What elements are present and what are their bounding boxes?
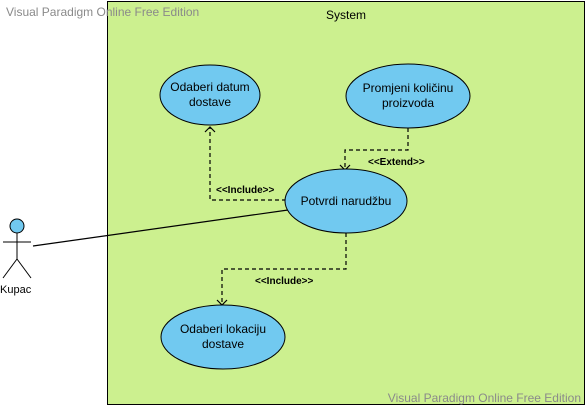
- actor-label: Kupac: [0, 284, 32, 296]
- usecase-promjeni-kolicinu-label: Promjeni količinu proizvoda: [362, 81, 454, 110]
- watermark-top: Visual Paradigm Online Free Edition: [6, 5, 200, 19]
- usecase-potvrdi-narudzbu-label: Potvrdi narudžbu: [300, 193, 392, 208]
- watermark-bottom: Visual Paradigm Online Free Edition: [387, 391, 581, 405]
- usecase-odaberi-datum[interactable]: [159, 64, 261, 126]
- include-label-datum: <<Include>>: [216, 185, 275, 196]
- actor-head: [9, 218, 25, 234]
- actor-left-leg: [2, 258, 18, 279]
- usecase-odaberi-datum-label: Odaberi datum dostave: [170, 80, 250, 109]
- include-connector-lokacija[interactable]: [216, 233, 347, 306]
- extend-connector[interactable]: [339, 128, 409, 171]
- actor-right-leg: [16, 258, 32, 279]
- usecase-odaberi-lokaciju-label: Odaberi lokaciju dostave: [179, 322, 267, 351]
- actor-figure[interactable]: [2, 218, 32, 279]
- usecase-potvrdi-narudzbu[interactable]: [284, 168, 408, 234]
- extend-label: <<Extend>>: [368, 157, 425, 168]
- association-line[interactable]: [32, 209, 289, 247]
- usecase-promjeni-kolicinu[interactable]: [345, 63, 471, 129]
- system-title: System: [325, 8, 366, 22]
- include-label-lokacija: <<Include>>: [255, 276, 314, 287]
- usecase-odaberi-lokaciju[interactable]: [160, 304, 286, 370]
